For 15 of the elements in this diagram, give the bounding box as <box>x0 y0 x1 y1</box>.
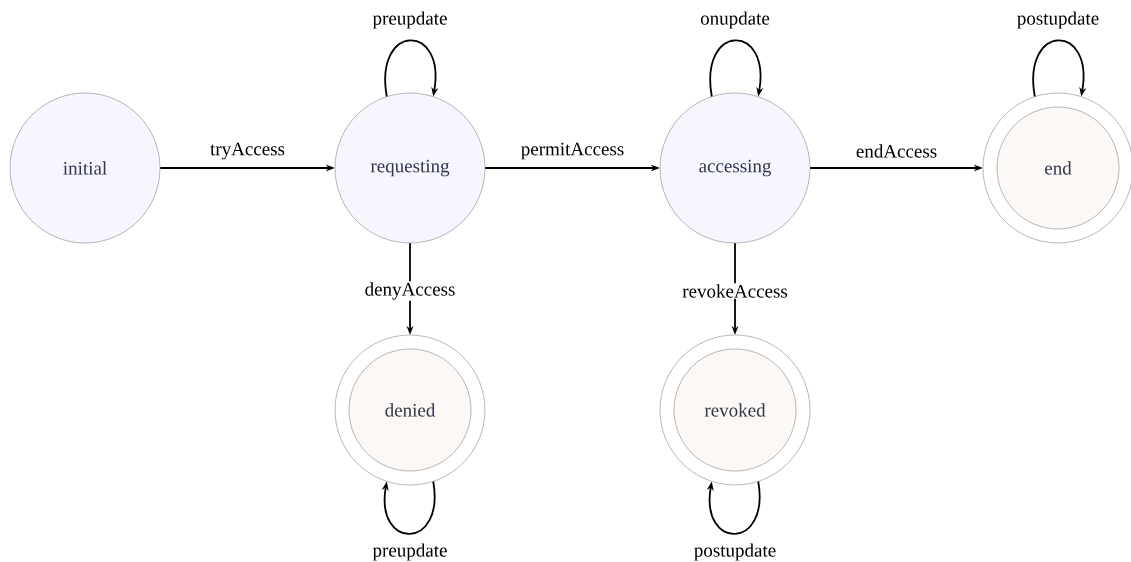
edge-label: denyAccess <box>363 281 457 301</box>
loop-arrow <box>381 480 436 535</box>
loop-arrow <box>384 39 439 98</box>
edge-label: tryAccess <box>210 142 285 160</box>
loop-arrow <box>1032 39 1087 98</box>
edge-label: preupdate <box>372 11 447 29</box>
edge-label: preupdate <box>372 543 447 561</box>
edge-label: permitAccess <box>521 142 624 160</box>
edge-label: postupdate <box>1017 11 1099 29</box>
loop-arrow <box>706 480 761 535</box>
edge-label: endAccess <box>856 144 937 158</box>
loop-arrow <box>709 39 764 98</box>
edge-label: revokeAccess <box>681 283 789 299</box>
edge-label: postupdate <box>694 543 776 561</box>
edge-label: onupdate <box>700 11 770 29</box>
